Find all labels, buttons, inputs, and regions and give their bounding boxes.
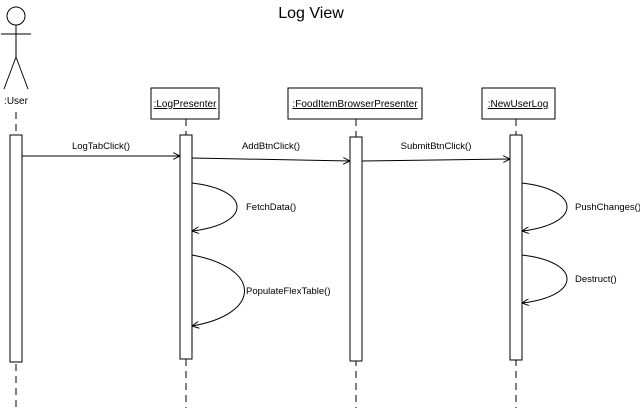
message-label: FetchData() [246,202,296,213]
participant-food-item-browser-presenter-label: :FoodItemBrowserPresenter [292,99,418,110]
participant-log-presenter-label: :LogPresenter [154,99,217,110]
message-label: PushChanges() [575,202,640,213]
message-arrow [191,158,350,161]
message-destruct: Destruct() [522,254,617,303]
message-label: Destruct() [575,274,617,285]
message-fetch-data: FetchData() [192,182,296,231]
actor-user-label: :User [4,96,29,107]
self-message-arrow [522,254,568,303]
message-add-btn-click: AddBtnClick() [191,141,350,161]
participant-new-user-log-label: :NewUserLog [488,99,549,110]
self-message-arrow [522,182,568,231]
message-arrow [361,159,510,161]
message-label: AddBtnClick() [242,141,300,152]
message-label: SubmitBtnClick() [401,141,472,152]
actor-user: :User [1,6,31,107]
diagram-title: Log View [278,5,344,22]
activation-log-presenter [179,134,193,360]
participant-food-item-browser-presenter: :FoodItemBrowserPresenter [287,87,423,120]
participant-log-presenter: :LogPresenter [150,87,220,120]
message-log-tab-click: LogTabClick() [22,141,180,156]
self-message-arrow [192,254,245,326]
message-label: LogTabClick() [72,141,130,152]
activation-food-item-browser-presenter [349,136,363,362]
stick-figure-icon [1,6,31,90]
message-label: PopulateFlexTable() [246,286,331,297]
self-message-arrow [192,182,238,231]
message-push-changes: PushChanges() [522,182,640,231]
participant-new-user-log: :NewUserLog [481,87,556,120]
message-populate-flex-table: PopulateFlexTable() [192,254,331,326]
message-submit-btn-click: SubmitBtnClick() [361,141,510,161]
activation-new-user-log [509,134,523,361]
activation-user [9,134,23,363]
